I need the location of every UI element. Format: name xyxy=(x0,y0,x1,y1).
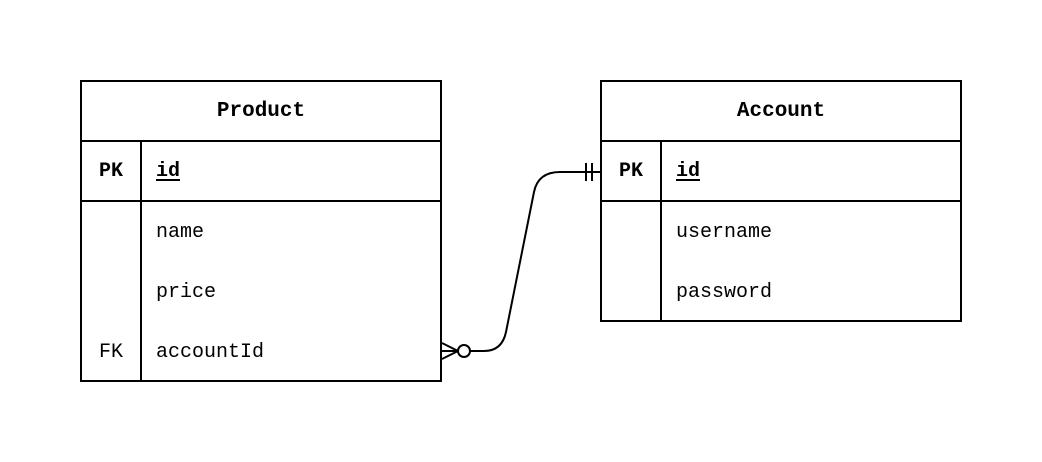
entity-product[interactable]: Product PK id name price FK accountId xyxy=(80,80,442,382)
attribute-field: password xyxy=(676,280,773,304)
key-column-divider xyxy=(660,142,662,320)
attribute-field: price xyxy=(156,280,217,304)
pk-label: PK xyxy=(98,159,123,183)
attribute-row-username[interactable]: username xyxy=(602,202,960,262)
key-label xyxy=(82,262,140,322)
attribute-field: accountId xyxy=(156,340,265,364)
entity-account[interactable]: Account PK id username password xyxy=(600,80,962,322)
attribute-row-accountid[interactable]: FK accountId xyxy=(82,322,440,382)
attribute-field: username xyxy=(676,220,773,244)
zero-circle-icon xyxy=(457,344,471,358)
pk-field: id xyxy=(156,159,181,183)
attribute-row-password[interactable]: password xyxy=(602,262,960,322)
attribute-list: username password xyxy=(602,202,960,322)
attribute-list: name price FK accountId xyxy=(82,202,440,382)
crows-foot-many-icon xyxy=(441,342,461,360)
entity-title: Product xyxy=(82,82,440,142)
key-label xyxy=(602,262,660,322)
attribute-field: name xyxy=(156,220,205,244)
primary-key-row[interactable]: PK id xyxy=(602,142,960,202)
key-label xyxy=(602,202,660,262)
relationship-line[interactable] xyxy=(442,171,600,352)
pk-field: id xyxy=(676,159,701,183)
pk-label: PK xyxy=(618,159,643,183)
attribute-row-name[interactable]: name xyxy=(82,202,440,262)
key-label xyxy=(82,202,140,262)
entity-title: Account xyxy=(602,82,960,142)
key-column-divider xyxy=(140,142,142,380)
primary-key-row[interactable]: PK id xyxy=(82,142,440,202)
fk-label: FK xyxy=(98,340,123,364)
attribute-row-price[interactable]: price xyxy=(82,262,440,322)
